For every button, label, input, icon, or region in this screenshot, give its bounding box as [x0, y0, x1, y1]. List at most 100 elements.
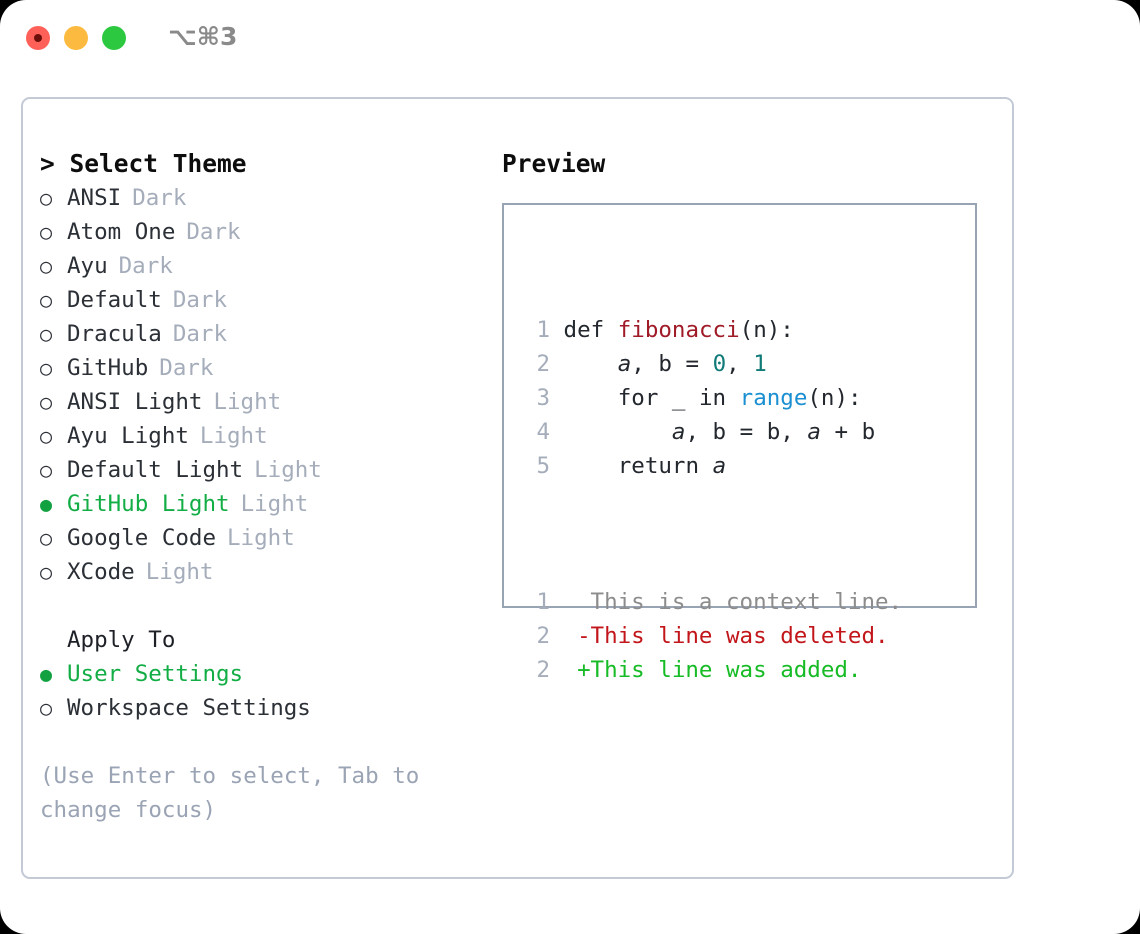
diff-marker: + — [550, 657, 591, 683]
radio-unselected-icon[interactable]: ○ — [40, 220, 53, 244]
preview-heading: Preview — [502, 149, 606, 178]
theme-option-label: Ayu Light — [67, 423, 189, 449]
radio-unselected-icon[interactable]: ○ — [40, 356, 53, 380]
diff-marker: - — [550, 623, 591, 649]
keyboard-hint-text: (Use Enter to select, Tab to change focu… — [40, 763, 420, 823]
radio-unselected-icon[interactable]: ○ — [40, 288, 53, 312]
code-token: a — [617, 351, 632, 377]
apply-to-list[interactable]: ●User Settings ○ Workspace Settings — [40, 657, 500, 725]
code-token: 1 — [753, 351, 767, 377]
code-line-number: 1 — [536, 317, 550, 343]
code-token: def — [563, 317, 618, 343]
theme-option-label: GitHub Light — [67, 491, 230, 517]
diff-line-number: 2 — [536, 657, 550, 683]
theme-option-label: ANSI — [67, 185, 122, 211]
theme-option-kind: Dark — [172, 287, 228, 313]
theme-option-github-light[interactable]: ● GitHub Light Light — [40, 487, 500, 521]
code-token: 0 — [712, 351, 727, 377]
code-token: fibonacci — [617, 317, 740, 343]
code-token: a — [671, 419, 686, 445]
theme-option-kind: Dark — [159, 355, 214, 381]
apply-to-option-label: Workspace Settings — [67, 695, 311, 721]
theme-option-atom-one[interactable]: ○ Atom One Dark — [40, 215, 500, 249]
theme-option-label: Default Light — [67, 457, 244, 483]
code-line: 5 return a — [523, 449, 902, 483]
diff-line-text: This line was added. — [577, 657, 862, 683]
theme-option-kind: Dark — [172, 321, 228, 347]
code-token: , — [726, 351, 754, 377]
radio-unselected-icon[interactable]: ○ — [40, 696, 53, 720]
code-line-number: 2 — [536, 351, 550, 377]
code-line: 1 def fibonacci(n): — [523, 313, 902, 347]
code-token: (n): — [807, 385, 862, 411]
apply-to-option-user-settings[interactable]: ●User Settings — [40, 657, 500, 691]
code-line: 4 a, b = b, a + b — [523, 415, 902, 449]
theme-option-default-light[interactable]: ○ Default Light Light — [40, 453, 500, 487]
theme-option-label: Atom One — [67, 219, 176, 245]
diff-lines: 1 This is a context line. 2 - This line w… — [523, 585, 902, 687]
theme-option-label: Ayu — [67, 253, 108, 279]
radio-unselected-icon[interactable]: ○ — [40, 458, 53, 482]
radio-selected-icon[interactable]: ● — [40, 662, 53, 686]
theme-option-ayu[interactable]: ○ Ayu Dark — [40, 249, 500, 283]
theme-option-kind: Light — [240, 491, 309, 517]
code-token: (n): — [739, 317, 794, 343]
theme-option-kind: Light — [199, 423, 268, 449]
code-token: range — [739, 385, 808, 411]
radio-unselected-icon[interactable]: ○ — [40, 390, 53, 414]
keyboard-shortcut-label: ⌥⌘3 — [168, 22, 238, 51]
radio-unselected-icon[interactable]: ○ — [40, 254, 53, 278]
diff-marker — [550, 585, 577, 619]
diff-line-number: 1 — [536, 589, 550, 615]
theme-option-label: XCode — [67, 559, 135, 585]
theme-option-kind: Dark — [118, 253, 173, 279]
maximize-button[interactable] — [102, 26, 126, 50]
code-token — [564, 419, 672, 445]
code-token: return — [563, 453, 713, 479]
diff-line-text: This is a context line. — [577, 589, 903, 615]
code-line: 2 a, b = 0, 1 — [523, 347, 902, 381]
radio-unselected-icon[interactable]: ○ — [40, 186, 53, 210]
radio-unselected-icon[interactable]: ○ — [40, 322, 53, 346]
code-token: a — [807, 419, 821, 445]
diff-line-text: This line was deleted. — [577, 623, 889, 649]
theme-option-kind: Dark — [186, 219, 241, 245]
theme-option-kind: Dark — [132, 185, 187, 211]
code-token: , b = — [631, 351, 713, 377]
theme-option-kind: Light — [227, 525, 295, 551]
radio-unselected-icon[interactable]: ○ — [40, 526, 53, 550]
title-bar: ⌥⌘3 — [0, 0, 1140, 78]
radio-unselected-icon[interactable]: ○ — [40, 560, 53, 584]
code-line-number: 3 — [536, 385, 550, 411]
theme-option-ayu-light[interactable]: ○ Ayu Light Light — [40, 419, 500, 453]
select-theme-heading: > Select Theme — [40, 149, 247, 178]
theme-option-ansi[interactable]: ○ ANSI Dark — [40, 181, 500, 215]
apply-to-option-workspace-settings[interactable]: ○ Workspace Settings — [40, 691, 500, 725]
apply-to-heading: Apply To — [67, 627, 176, 653]
radio-unselected-icon[interactable]: ○ — [40, 424, 53, 448]
radio-selected-icon[interactable]: ● — [40, 492, 53, 516]
code-token: for _ in — [563, 385, 740, 411]
code-token: + b — [820, 419, 876, 445]
theme-option-label: ANSI Light — [67, 389, 203, 415]
close-button[interactable] — [26, 26, 50, 50]
code-token: , b = b, — [685, 419, 808, 445]
diff-line-added: 2 + This line was added. — [523, 653, 902, 687]
diff-line-number: 2 — [536, 623, 550, 649]
minimize-button[interactable] — [64, 26, 88, 50]
theme-option-kind: Light — [254, 457, 322, 483]
code-line-number: 4 — [536, 419, 550, 445]
